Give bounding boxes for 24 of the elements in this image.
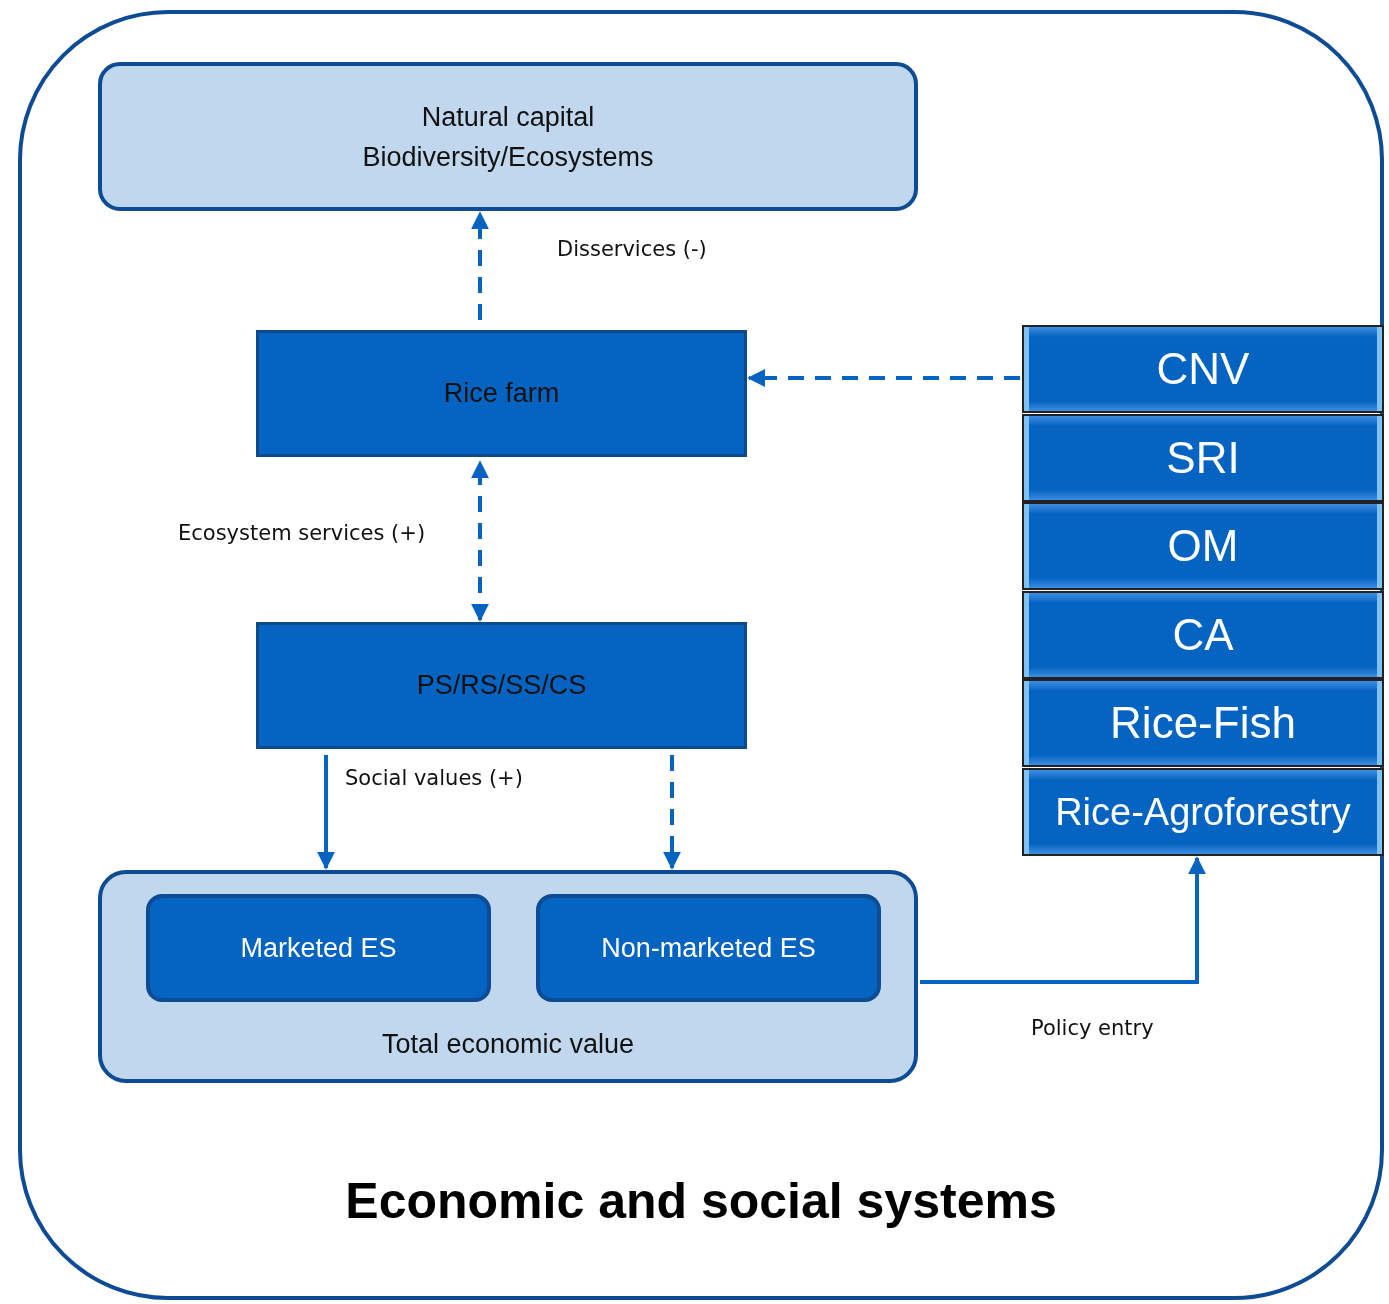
box-text: Natural capital — [421, 100, 595, 134]
practice-box: CA — [1022, 591, 1384, 679]
capital-box — [98, 62, 918, 211]
practice-box: Rice-Fish — [1022, 679, 1384, 767]
process-box: Non-marketed ES — [536, 894, 881, 1002]
process-box: Rice farm — [256, 330, 747, 457]
practice-box: Rice-Agroforestry — [1022, 768, 1384, 856]
group-label: Total economic value — [380, 1029, 636, 1060]
system-heading: Economic and social systems — [344, 1172, 1058, 1230]
system-frame — [18, 10, 1384, 1300]
box-text: Biodiversity/Ecosystems — [362, 140, 654, 174]
practice-box: SRI — [1022, 414, 1384, 502]
practice-box: OM — [1022, 502, 1384, 590]
arrow — [471, 460, 489, 622]
practice-box: CNV — [1022, 325, 1384, 413]
process-box: Marketed ES — [146, 894, 491, 1002]
edge-label: Social values (+) — [343, 766, 525, 790]
value-group-box — [98, 870, 918, 1083]
arrow — [747, 369, 1020, 387]
arrow — [471, 211, 489, 320]
arrow — [920, 856, 1206, 984]
arrow — [317, 755, 335, 870]
process-box: PS/RS/SS/CS — [256, 622, 747, 749]
arrow — [663, 755, 681, 870]
